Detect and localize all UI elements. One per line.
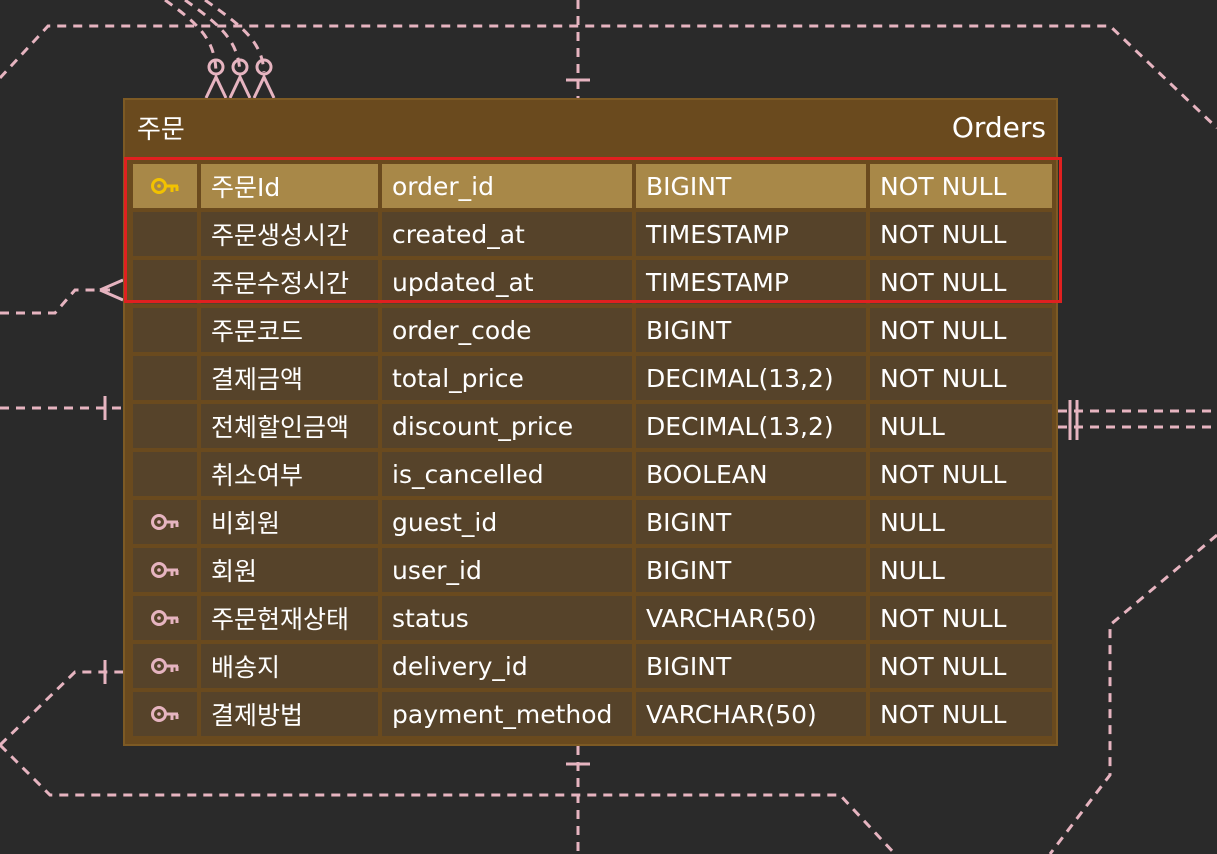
entity-header[interactable]: 주문 Orders	[125, 100, 1056, 155]
nullability-cell: NOT NULL	[870, 644, 1052, 688]
korean-name-cell: 주문수정시간	[201, 260, 378, 304]
column-name-cell: order_id	[382, 164, 632, 208]
key-cell-empty	[133, 452, 197, 496]
data-type-cell: BIGINT	[636, 308, 866, 352]
connector-top	[0, 24, 1217, 130]
column-name-cell: total_price	[382, 356, 632, 400]
key-cell-empty	[133, 308, 197, 352]
foreign-key-icon	[133, 548, 197, 592]
nullability-cell: NOT NULL	[870, 596, 1052, 640]
data-type-cell: TIMESTAMP	[636, 260, 866, 304]
column-name-cell: guest_id	[382, 500, 632, 544]
korean-name-cell: 주문현재상태	[201, 596, 378, 640]
data-type-cell: BIGINT	[636, 644, 866, 688]
korean-name-cell: 비회원	[201, 500, 378, 544]
primary-key-icon	[133, 164, 197, 208]
connector-right-lower	[1048, 533, 1217, 854]
connector-left-upper	[0, 288, 110, 315]
korean-name-cell: 결제금액	[201, 356, 378, 400]
connector-curve-2	[184, 0, 242, 73]
data-type-cell: VARCHAR(50)	[636, 596, 866, 640]
column-name-cell: created_at	[382, 212, 632, 256]
korean-name-cell: 주문Id	[201, 164, 378, 208]
data-type-cell: VARCHAR(50)	[636, 692, 866, 736]
entity-title-english: Orders	[951, 111, 1046, 144]
connector-left-lower	[0, 670, 123, 747]
key-cell-empty	[133, 404, 197, 448]
nullability-cell: NOT NULL	[870, 692, 1052, 736]
connector-bottom	[0, 743, 897, 854]
key-cell-empty	[133, 356, 197, 400]
korean-name-cell: 취소여부	[201, 452, 378, 496]
nullability-cell: NOT NULL	[870, 452, 1052, 496]
column-name-cell: is_cancelled	[382, 452, 632, 496]
data-type-cell: DECIMAL(13,2)	[636, 404, 866, 448]
data-type-cell: BIGINT	[636, 548, 866, 592]
foreign-key-icon	[133, 596, 197, 640]
column-name-cell: updated_at	[382, 260, 632, 304]
column-name-cell: discount_price	[382, 404, 632, 448]
foreign-key-icon	[133, 692, 197, 736]
data-type-cell: BOOLEAN	[636, 452, 866, 496]
korean-name-cell: 전체할인금액	[201, 404, 378, 448]
column-name-cell: status	[382, 596, 632, 640]
many-markers	[204, 58, 276, 99]
connector-curve-1	[164, 0, 218, 73]
foreign-key-icon	[133, 500, 197, 544]
nullability-cell: NULL	[870, 500, 1052, 544]
foreign-key-icon	[133, 644, 197, 688]
column-name-cell: user_id	[382, 548, 632, 592]
data-type-cell: BIGINT	[636, 500, 866, 544]
nullability-cell: NOT NULL	[870, 164, 1052, 208]
nullability-cell: NOT NULL	[870, 212, 1052, 256]
nullability-cell: NOT NULL	[870, 308, 1052, 352]
korean-name-cell: 배송지	[201, 644, 378, 688]
korean-name-cell: 결제방법	[201, 692, 378, 736]
korean-name-cell: 주문생성시간	[201, 212, 378, 256]
data-type-cell: TIMESTAMP	[636, 212, 866, 256]
data-type-cell: BIGINT	[636, 164, 866, 208]
column-name-cell: delivery_id	[382, 644, 632, 688]
connector-curve-3	[204, 0, 266, 73]
nullability-cell: NOT NULL	[870, 356, 1052, 400]
korean-name-cell: 주문코드	[201, 308, 378, 352]
nullability-cell: NOT NULL	[870, 260, 1052, 304]
key-cell-empty	[133, 212, 197, 256]
column-name-cell: order_code	[382, 308, 632, 352]
korean-name-cell: 회원	[201, 548, 378, 592]
data-type-cell: DECIMAL(13,2)	[636, 356, 866, 400]
entity-title-korean: 주문	[137, 115, 185, 145]
column-name-cell: payment_method	[382, 692, 632, 736]
nullability-cell: NULL	[870, 548, 1052, 592]
nullability-cell: NULL	[870, 404, 1052, 448]
key-cell-empty	[133, 260, 197, 304]
many-marker-left	[99, 278, 124, 302]
